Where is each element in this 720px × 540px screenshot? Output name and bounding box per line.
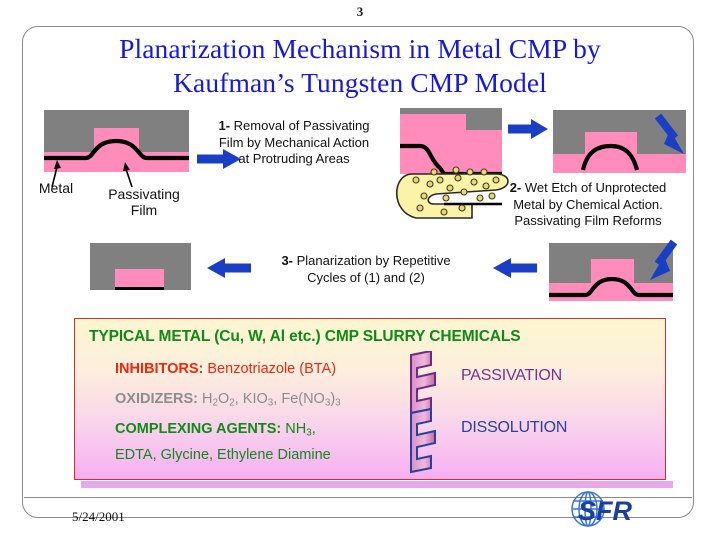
step-1-line3: at Protruding Areas [238, 151, 350, 167]
complexing-key: COMPLEXING AGENTS: [115, 421, 282, 437]
label-metal: Metal [38, 180, 74, 196]
chembox-heading: TYPICAL METAL (Cu, W, Al etc.) CMP SLURR… [89, 328, 521, 345]
step-1-text: 1- Removal of Passivating Film by Mechan… [196, 118, 392, 168]
step-3-line2: Cycles of (1) and (2) [307, 269, 425, 285]
metal-layer-right [466, 130, 502, 174]
chem-row-inhibitors: INHIBITORS: Benzotriazole (BTA) [115, 361, 336, 377]
diagram-leader-lines [51, 160, 133, 188]
chem-row-oxidizers: OXIDIZERS: H2O2, KIO3, Fe(NO3)3 [115, 391, 341, 408]
label-passivating-film-line1: Passivating [108, 186, 180, 202]
arrow-left-1 [207, 258, 251, 278]
diagram-step-start [44, 110, 189, 172]
arrow-left-2 [493, 258, 537, 278]
metal-planarized [115, 269, 164, 287]
step-3-text: 3- Planarization by Repetitive Cycles of… [248, 253, 484, 286]
brace-label-passivation: PASSIVATION [461, 367, 562, 384]
step-3-number: 3- [281, 253, 293, 268]
title-line-1: Planarization Mechanism in Metal CMP by [119, 33, 601, 64]
sfr-logo: SFR [571, 491, 633, 527]
step-2-line3: Passivating Film Reforms [514, 213, 662, 229]
label-passivating-film-line2: Film [130, 202, 158, 219]
diagram-step-1-result [395, 108, 509, 219]
inhibitors-value: Benzotriazole (BTA) [207, 361, 337, 377]
arrow-right-1 [197, 149, 241, 169]
chem-row-complexing: COMPLEXING AGENTS: NH3, [115, 421, 316, 438]
page-title: Planarization Mechanism in Metal CMP by … [36, 32, 684, 99]
diagram-step-2-result [553, 110, 686, 173]
oxidizers-value: H2O2, KIO3, Fe(NO3)3 [202, 391, 341, 409]
slide-frame [22, 26, 694, 518]
step-2-text: 2- Wet Etch of Unprotected Metal by Chem… [488, 180, 688, 230]
complexing-value: NH3, [285, 421, 316, 439]
arrow-right-2 [508, 119, 548, 139]
step-2-number: 2- [509, 180, 522, 195]
passivating-film-flat [115, 287, 164, 290]
passivating-film-curve [44, 138, 189, 161]
passivating-film-arc [580, 143, 640, 171]
slurry-overlay [395, 143, 509, 219]
complexing-value-line2: EDTA, Glycine, Ethylene Diamine [115, 447, 331, 463]
title-line-2: Kaufman’s Tungsten CMP Model [173, 66, 547, 98]
step-3-line1: Planarization by Repetitive [296, 253, 451, 268]
label-passivating-film: Passivating Film [98, 186, 190, 218]
inhibitors-key: INHIBITORS: [115, 361, 204, 377]
brace-group-icon [410, 351, 436, 474]
arrow-diagonal-down-2 [650, 239, 678, 280]
page-number: 3 [356, 4, 364, 19]
arrow-diagonal-down-1 [654, 113, 684, 154]
diagram-step-3-result [90, 243, 191, 290]
footer-divider [24, 497, 692, 499]
box-shadow [81, 481, 673, 488]
passivating-film-curve [549, 276, 673, 298]
sfr-logo-text: SFR [578, 496, 633, 526]
slurry-chemicals-box: TYPICAL METAL (Cu, W, Al etc.) CMP SLURR… [74, 318, 673, 488]
step-2-line2: Metal by Chemical Action. [513, 196, 663, 212]
step-1-line1: Removal of Passivating [233, 118, 370, 133]
step-2-line1: Wet Etch of Unprotected [524, 180, 667, 195]
chem-row-complexing-2: EDTA, Glycine, Ethylene Diamine [115, 447, 331, 463]
oxidizers-key: OXIDIZERS: [115, 391, 198, 407]
step-1-line2: Film by Mechanical Action [218, 134, 370, 150]
brace-label-dissolution: DISSOLUTION [461, 419, 568, 436]
step-1-number: 1- [218, 118, 231, 133]
footer-date: 5/24/2001 [72, 509, 125, 524]
